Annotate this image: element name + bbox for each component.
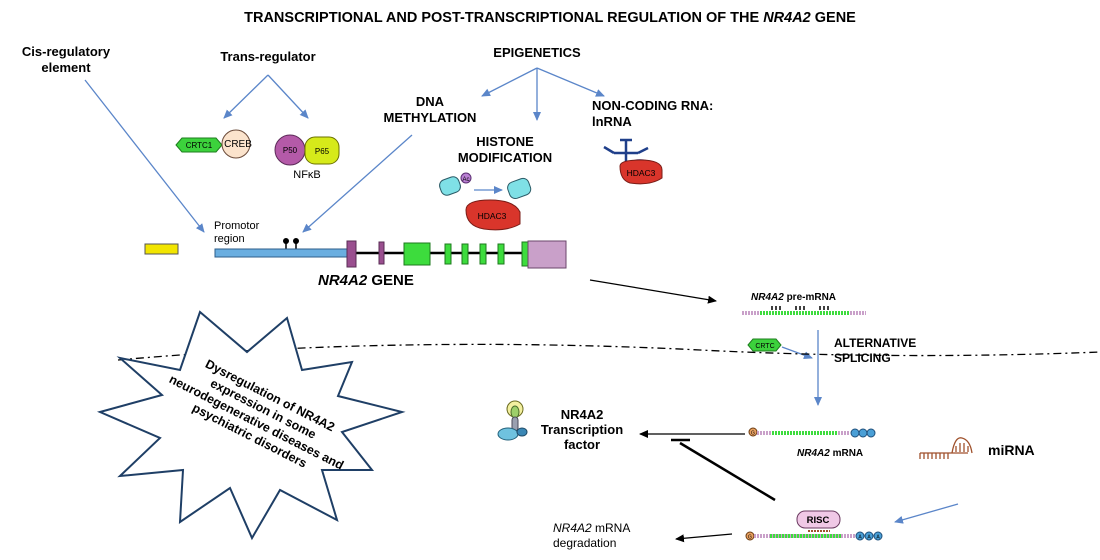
histone-deacetylated-icon — [507, 177, 532, 200]
p65-shape — [304, 136, 340, 165]
dna-methylation-arrow — [302, 134, 413, 233]
exon-5 — [461, 243, 469, 265]
svg-text:G: G — [748, 535, 752, 541]
mirna-hairpin-icon — [919, 437, 973, 459]
p65-label: P65 — [315, 147, 330, 156]
degradation-arrow — [675, 533, 733, 543]
svg-text:A: A — [876, 535, 880, 541]
svg-text:G: G — [751, 431, 755, 437]
mirna-risc-arrow — [894, 503, 959, 524]
methyl-marks-icon — [283, 238, 299, 250]
p50-label: P50 — [283, 146, 298, 155]
trans-arrow-left — [223, 74, 269, 119]
promotor-region-bar — [214, 248, 351, 258]
hdac3-histone-label: HDAC3 — [478, 211, 507, 221]
exon-2 — [378, 241, 385, 265]
exon-8 — [521, 241, 529, 267]
mrna-molecule: G — [748, 427, 876, 438]
exon-3 — [403, 242, 431, 266]
trans-regulator-label: Trans-regulator — [220, 49, 315, 64]
epigenetics-label: EPIGENETICS — [493, 45, 581, 60]
transcription-arrow — [589, 279, 717, 304]
crtc-shape — [747, 338, 782, 352]
crtc1-label: CRTC1 — [186, 141, 213, 150]
mrna-label: NR4A2 mRNA — [797, 448, 863, 459]
nfkb-label: NFκB — [293, 169, 321, 181]
svg-text:A: A — [867, 535, 871, 541]
exon-6 — [479, 243, 487, 265]
exon-1 — [346, 240, 357, 268]
creb-label: CREB — [224, 139, 252, 150]
trans-arrow-right — [267, 74, 309, 119]
hdac3-histone-shape — [465, 199, 521, 231]
mirna-label: miRNA — [988, 442, 1035, 458]
risc-label: RISC — [807, 515, 830, 526]
cis-element-box — [144, 243, 179, 255]
dysregulation-burst — [96, 310, 406, 541]
risc-shape — [796, 510, 841, 529]
epi-arrow-dna — [481, 67, 538, 97]
risc-mrna-molecule: G A A A — [745, 530, 883, 541]
hdac3-lnrna-shape — [619, 159, 663, 185]
gene-label: NR4A2 GENE — [318, 272, 414, 289]
cis-arrow — [84, 79, 205, 233]
pre-mrna-label: NR4A2 pre-mRNA — [751, 292, 836, 303]
svg-text:Ac: Ac — [462, 177, 469, 183]
exon-4 — [444, 243, 452, 265]
hdac3-lnrna-label: HDAC3 — [627, 168, 656, 178]
epi-arrow-ncrna — [536, 67, 605, 97]
crtc-label: CRTC — [755, 343, 774, 350]
creb-shape — [221, 129, 251, 159]
inhibition-line — [679, 441, 776, 502]
page-title: TRANSCRIPTIONAL AND POST-TRANSCRIPTIONAL… — [244, 10, 856, 26]
noncoding-rna-label: NON-CODING RNA:lnRNA — [592, 98, 713, 129]
histone-acetylated-icon: Ac — [439, 172, 472, 196]
crtc-arrow — [781, 346, 813, 360]
exon-7 — [497, 243, 505, 265]
exon-9-utr — [527, 240, 567, 269]
transcription-factor-icon — [497, 400, 528, 441]
intron-marks — [771, 306, 829, 310]
svg-text:A: A — [858, 535, 862, 541]
